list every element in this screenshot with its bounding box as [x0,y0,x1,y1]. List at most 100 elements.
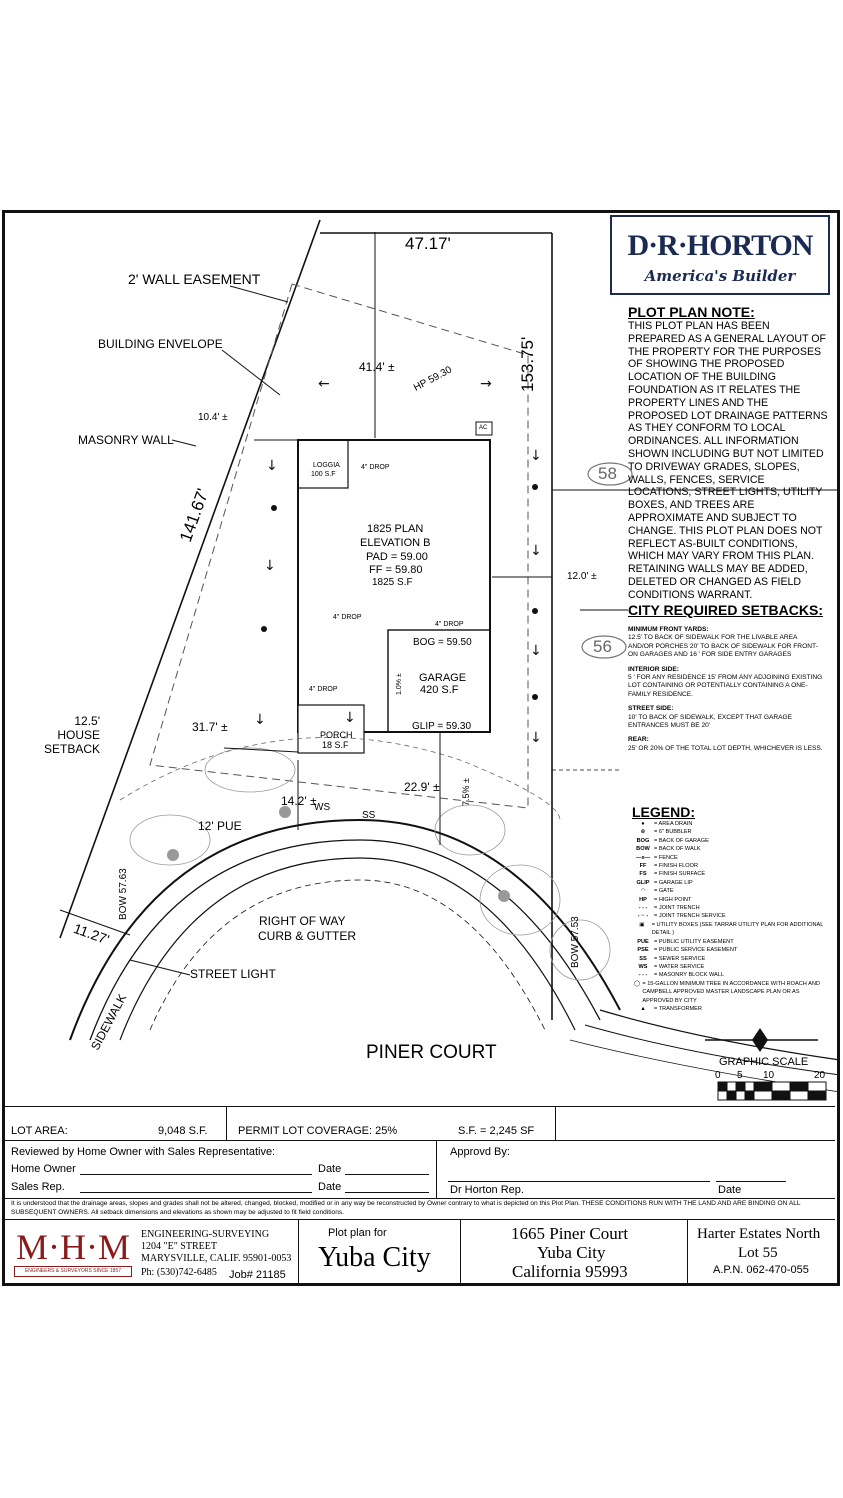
legend-text: = FENCE [654,854,678,861]
rear-heading: REAR: [628,736,649,744]
legend-text: = FINISH SURFACE [654,871,706,878]
divider-v5 [460,1219,461,1284]
lot-oval-east [581,635,627,659]
legend-text: = TRANSFORMER [654,1005,702,1012]
legend-text: = FINISH FLOOR [654,863,698,870]
loggia-sf: 100 S.F [311,471,336,478]
lot-oval-north [587,462,633,486]
lot-area-value: 9,048 S.F. [158,1125,208,1137]
approved-date-line[interactable] [716,1181,786,1182]
title-block-divider-4 [5,1219,835,1220]
lot-number: Lot 55 [738,1245,778,1261]
ws-label: WS [314,802,331,813]
title-block-divider-1 [5,1106,835,1107]
address-line-1: 1665 Piner Court [511,1224,629,1243]
logo-brand: D·R·HORTON [627,229,813,262]
approved-label: Approvd By: [450,1146,510,1158]
legend-item: - - -= MASONRY BLOCK WALL [632,971,827,979]
disclaimer-text: It is understood that the drainage areas… [11,1200,801,1216]
legend-text: = GARAGE LIP [654,879,693,886]
legend-item: BOG= BACK OF GARAGE [632,837,827,845]
curb-arc-middle [89,839,601,1041]
legend-title: LEGEND: [632,804,695,820]
legend-symbol: ▣ [639,921,645,928]
svg-text:↓: ↓ [530,543,542,559]
drop-garage-right: 4" DROP [435,621,464,628]
legend-symbol: ◠ [640,888,646,895]
legend-text: = JOINT TRENCH [654,905,700,912]
slope-front: 7.5% ± [461,778,471,806]
plan-pad: PAD = 59.00 [366,551,428,563]
scale-tick-10: 10 [763,1070,775,1081]
svg-text:↓: ↓ [254,712,266,728]
garage-sf: 420 S.F [420,684,459,696]
firm-line-3: MARYSVILLE, CALIF. 95901-0053 [141,1253,292,1264]
legend-item: ◯= 15-GALLON MINIMUM TREE IN ACCORDANCE … [632,980,827,1005]
lot-coverage: PERMIT LOT COVERAGE: 25% [238,1125,398,1137]
tree-icon [279,806,291,818]
pue-label: 12' PUE [198,819,242,833]
legend-text: = BACK OF WALK [654,846,701,853]
street-side-heading: STREET SIDE: [628,705,674,713]
mhm-logo-subtitle: ENGINEERS & SURVEYORS SINCE 1857 [14,1266,132,1277]
front-left-dim: 31.7' ± [192,720,228,734]
building-envelope-label: BUILDING ENVELOPE [98,337,223,351]
lot-number-east: 56 [593,637,612,656]
legend-text: = 6" BUBBLER [654,829,692,836]
area-drain-icon [261,626,267,632]
divider-v6 [687,1219,688,1284]
street-light-label: STREET LIGHT [190,967,276,981]
legend-text: = UTILITY BOXES (SEE TARRAR UTILITY PLAN… [651,921,824,937]
legend-text: = WATER SERVICE [654,963,705,970]
curb-gutter-label: CURB & GUTTER [258,929,357,943]
street-name: PINER COURT [366,1042,497,1063]
area-drain-icon [532,484,538,490]
legend-text: = JOINT TRENCH SERVICE [654,913,726,920]
loggia-outline [297,439,349,489]
front-yards-heading: MINIMUM FRONT YARDS: [628,626,709,633]
svg-text:↓: ↓ [266,458,278,474]
legend-item: SS= SEWER SERVICE [632,955,827,963]
ss-label: SS [362,810,376,821]
scale-tick-5: 5 [737,1070,743,1081]
garage-label: GARAGE [419,672,467,684]
house-setback-label: 12.5' HOUSE SETBACK [43,714,100,756]
legend-symbol: FF [639,863,647,870]
front-yards-text: 12.5' TO BACK OF SIDEWALK FOR THE LIVABL… [628,634,818,659]
approved-signature-line[interactable] [448,1181,710,1182]
sales-rep-signature-line[interactable] [80,1192,312,1193]
floor-area: S.F. = 2,245 SF [458,1125,535,1137]
tree-icon [167,849,179,861]
bow-left-label: BOW 57.63 [118,868,129,920]
side-left-dim: 10.4' ± [198,412,228,423]
divider-v1 [226,1106,227,1140]
legend-symbol: HP [639,896,647,903]
plan-name: 1825 PLAN [367,523,424,535]
home-owner-signature-line[interactable] [80,1174,312,1175]
firm-line-2: 1204 "E" STREET [141,1241,217,1252]
legend-symbol: ● [641,821,645,827]
home-owner-date-line[interactable] [345,1174,429,1175]
sales-rep-date-line[interactable] [345,1192,429,1193]
legend-text: = SEWER SERVICE [654,955,706,962]
mhm-logo: M·H·M [16,1227,130,1267]
legend-item: ⊛= 6" BUBBLER [632,828,827,836]
bow-right-label: BOW 57.53 [570,916,581,968]
front-garage-dim: 22.9' ± [404,780,440,794]
rear-text: 25' OR 20% OF THE TOTAL LOT DEPTH, WHICH… [628,744,823,752]
divider-v3 [436,1140,437,1198]
dim-top: 47.17' [405,234,451,253]
drop-porch: 4" DROP [309,686,338,693]
scale-tick-20: 20 [814,1070,826,1081]
legend-text: = PUBLIC SERVICE EASEMENT [654,947,738,954]
svg-text:→: → [480,376,492,392]
setbacks-title: CITY REQUIRED SETBACKS: [628,602,823,618]
legend-item: BOW= BACK OF WALK [632,845,827,853]
legend-item: GLIP= GARAGE LIP [632,879,827,887]
firm-phone: Ph: (530)742-6485 [141,1267,217,1278]
interior-side-heading: INTERIOR SIDE: [628,665,679,673]
scale-tick-0: 0 [715,1070,721,1081]
curb-arc-outer [69,818,621,1041]
reviewed-label: Reviewed by Home Owner with Sales Repres… [11,1146,276,1158]
